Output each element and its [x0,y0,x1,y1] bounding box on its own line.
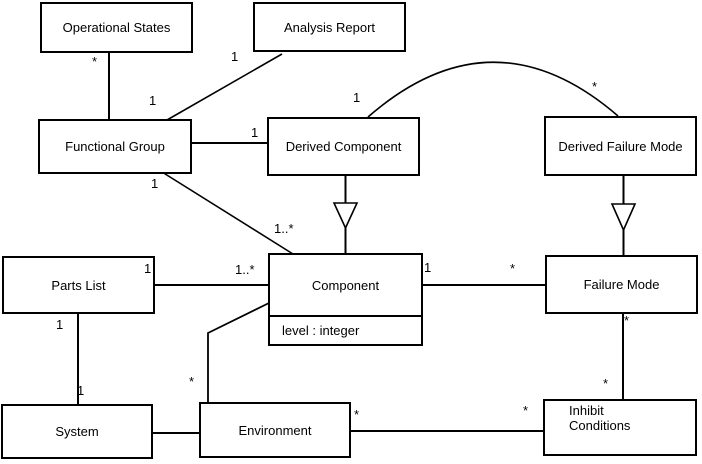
multiplicity-derived-component-fg-end: 1 [251,125,259,140]
operational-states-name: Operational States [62,20,171,35]
component-attribute-level: level : integer [282,323,360,338]
class-failure-mode: Failure Mode [545,255,698,314]
derived-component-name: Derived Component [285,139,402,154]
generalization-triangle-icon-failure-mode [610,203,637,232]
analysis-report-name: Analysis Report [283,19,376,35]
class-analysis-report: Analysis Report [253,2,406,52]
multiplicity-functional-group-analysis-end: 1 [149,93,157,108]
multiplicity-functional-group-component-comp-end: 1..* [274,221,294,236]
system-name: System [55,424,99,439]
class-system: System [1,404,153,459]
multiplicity-parts-list-system-sys-end: 1 [77,383,85,398]
edge-analysis-report-functional-group [166,53,283,121]
multiplicity-component-failure-mode-fm-end: * [510,261,516,276]
multiplicity-environment-inhibit-ic-end: * [523,403,529,418]
parts-list-name: Parts List [51,277,106,293]
class-component: Component level : integer [268,253,423,346]
multiplicity-analysis-report-end: 1 [231,49,239,64]
environment-name: Environment [238,422,312,438]
multiplicity-derived-failure-mode-arc-end: * [592,79,598,94]
multiplicity-parts-list-component-pl-end: 1 [144,261,152,276]
class-environment: Environment [199,402,351,458]
multiplicity-environment-inhibit-env-end: * [354,407,360,422]
edge-derived-component-derived-failure-mode-arc [367,61,619,118]
multiplicity-environment-component-env-end: * [189,374,195,389]
failure-mode-name: Failure Mode [583,277,660,292]
edge-functional-group-component [161,171,294,255]
derived-failure-mode-name: Derived Failure Mode [558,138,683,154]
component-name: Component [311,277,380,293]
multiplicity-failure-mode-inhibit-ic-end: * [603,376,609,391]
multiplicity-functional-group-component-fg-end: 1 [151,176,159,191]
class-functional-group: Functional Group [38,119,192,174]
multiplicity-failure-mode-inhibit-fm-end: * [624,313,630,328]
class-operational-states: Operational States [40,2,193,53]
generalization-triangle-icon-component [332,202,359,230]
component-name-compartment: Component [270,255,421,317]
multiplicity-parts-list-system-pl-end: 1 [56,317,64,332]
functional-group-name: Functional Group [65,139,165,154]
multiplicity-component-failure-mode-comp-end: 1 [424,260,432,275]
component-attributes-compartment: level : integer [270,317,421,344]
multiplicity-parts-list-component-comp-end: 1..* [235,262,255,277]
class-derived-component: Derived Component [267,117,420,176]
class-inhibit-conditions: Inhibit Conditions [543,399,697,456]
class-derived-failure-mode: Derived Failure Mode [544,116,697,176]
multiplicity-operational-states-end: * [92,54,98,69]
inhibit-conditions-name: Inhibit Conditions [569,403,631,433]
class-parts-list: Parts List [2,256,155,314]
edge-environment-component [207,302,270,402]
multiplicity-derived-component-arc-end: 1 [353,90,361,105]
